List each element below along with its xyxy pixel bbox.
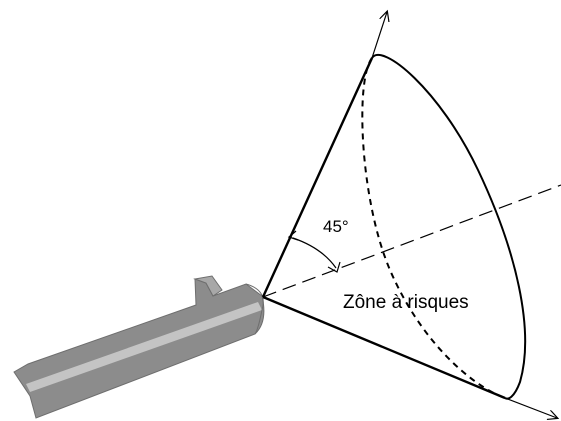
pipe-highlight — [26, 302, 262, 392]
pipe-collar — [193, 275, 223, 297]
angle-label: 45° — [323, 217, 349, 236]
pipe-nose — [245, 283, 264, 335]
cone-axis — [262, 184, 561, 298]
arrow-icon — [504, 397, 557, 418]
angle-indicator — [287, 230, 341, 273]
pipe-nozzle-icon — [13, 275, 265, 419]
cone-edge-upper — [261, 57, 374, 298]
zone-label: Zône à risques — [343, 292, 469, 313]
cone-edge-lower — [262, 295, 506, 400]
cone-base-front — [371, 53, 527, 400]
cone-icon — [261, 53, 527, 400]
arrow-icon — [371, 12, 387, 59]
